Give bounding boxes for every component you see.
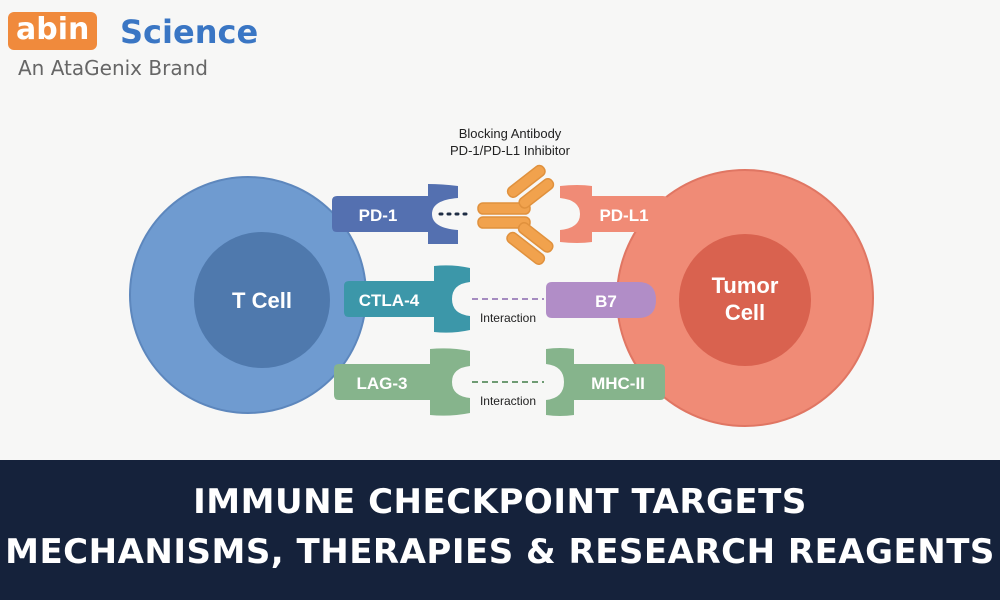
title-banner: IMMUNE CHECKPOINT TARGETS MECHANISMS, TH… [0, 460, 1000, 600]
antibody-title-line2: PD-1/PD-L1 Inhibitor [450, 143, 571, 158]
banner-title-line1: IMMUNE CHECKPOINT TARGETS [193, 482, 807, 522]
interaction-label-ctla4-b7: Interaction [480, 311, 536, 325]
logo-tagline: An AtaGenix Brand [18, 56, 208, 80]
t-cell-label: T Cell [232, 288, 292, 313]
pd1-label: PD-1 [359, 206, 398, 225]
banner-title-line2: MECHANISMS, THERAPIES & RESEARCH REAGENT… [5, 532, 995, 572]
tumor-cell-label-line1: Tumor [712, 273, 779, 298]
mhc2-label: MHC-II [591, 374, 645, 393]
ctla4-label: CTLA-4 [359, 291, 420, 310]
blocking-antibody [477, 164, 555, 266]
lag3-label: LAG-3 [357, 374, 408, 393]
immune-checkpoint-diagram: T Cell Tumor Cell PD-1 CTLA-4 LAG-3 PD-L… [129, 126, 874, 427]
pdl1-ligand: PD-L1 [560, 185, 668, 243]
brand-logo: abin Science An AtaGenix Brand [8, 8, 258, 88]
b7-label: B7 [595, 292, 617, 311]
ctla4-receptor: CTLA-4 [344, 265, 470, 333]
interaction-label-lag3-mhc2: Interaction [480, 394, 536, 408]
antibody-title-line1: Blocking Antibody [459, 126, 562, 141]
logo-science-wordmark: Science [120, 13, 259, 51]
tumor-cell-nucleus [679, 234, 811, 366]
tumor-cell-label-line2: Cell [725, 300, 765, 325]
mhc2-ligand: MHC-II [546, 348, 665, 416]
b7-ligand: B7 [546, 282, 656, 318]
lag3-receptor: LAG-3 [334, 348, 470, 416]
logo-abin-wordmark: abin [8, 12, 98, 50]
pdl1-label: PD-L1 [599, 206, 648, 225]
t-cell-nucleus [194, 232, 330, 368]
pd1-receptor: PD-1 [332, 184, 458, 244]
